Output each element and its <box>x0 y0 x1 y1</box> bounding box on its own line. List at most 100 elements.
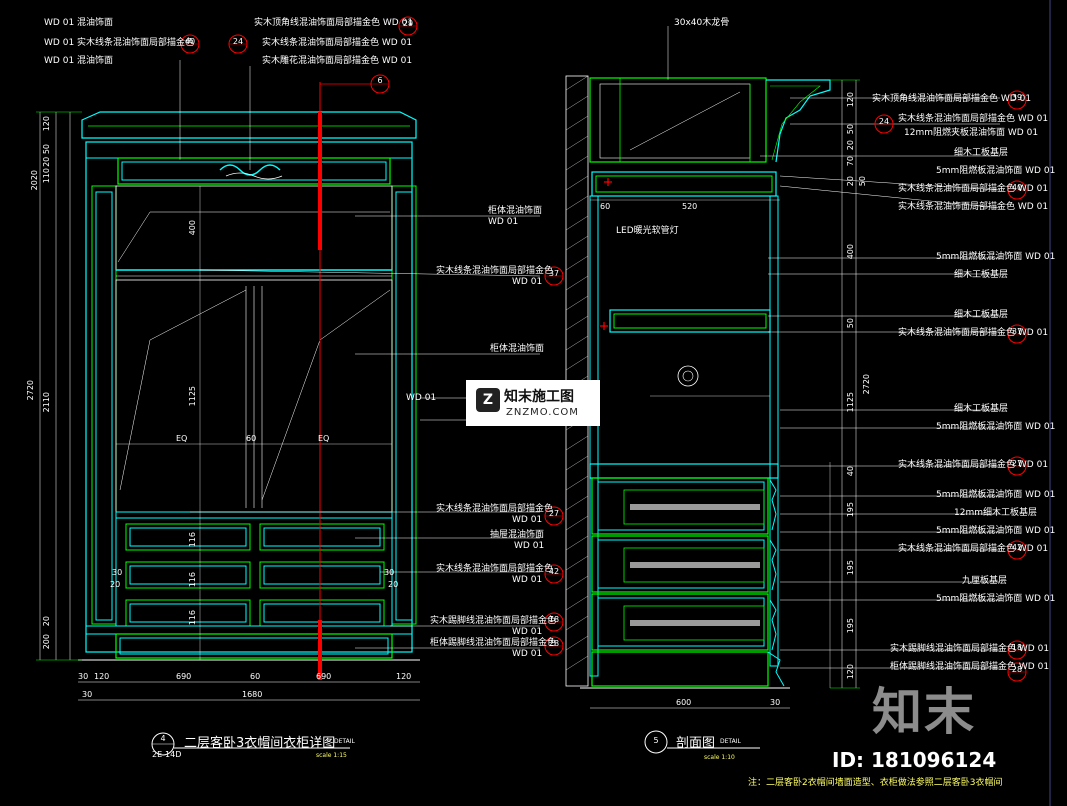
rc-13: 5mm阻燃板混油饰面 WD 01 <box>936 422 1056 432</box>
rc-bubble-18: 18 <box>1011 643 1023 652</box>
mid-bubble-28: 28 <box>548 639 560 648</box>
rc-2: 实木线条混油饰面局部描金色 WD 01 <box>898 114 1049 124</box>
rc-22: 柜体踢脚线混油饰面局部描金色 WD 01 <box>890 662 1050 672</box>
dim-bottom-120a: 120 <box>94 672 110 681</box>
dim-left-110: 110 <box>42 168 51 184</box>
dim-right-600: 600 <box>676 698 692 707</box>
rdim-120: 120 <box>846 92 855 108</box>
rc-bubble-27: 27 <box>1011 459 1023 468</box>
rc-bubble-40: 40 <box>1011 183 1023 192</box>
title-bubble-right-number: 5 <box>653 736 659 745</box>
dim-right-520: 520 <box>682 202 698 211</box>
dim-drawer-2: 116 <box>188 572 197 588</box>
rc-11: 实木线条混油饰面局部描金色 WD 01 <box>898 328 1049 338</box>
dim-bottom-690a: 690 <box>176 672 192 681</box>
led-note: LED暖光软管灯 <box>616 226 679 236</box>
rc-bubble-37: 37 <box>1011 327 1023 336</box>
rdim-50b: 50 <box>858 176 867 187</box>
dim-inner-60: 60 <box>246 434 257 443</box>
rc-bubble-42: 42 <box>1011 543 1023 552</box>
mid-callout-3-code: WD 01 <box>406 393 437 403</box>
watermark-big-text: 知末 <box>872 683 976 741</box>
mid-callout-3: 柜体混油饰面 <box>490 344 545 354</box>
rdim-50a: 50 <box>846 124 855 135</box>
bubble-6: 6 <box>377 76 383 85</box>
dim-left-200: 200 <box>42 634 51 650</box>
rc-15: 5mm阻燃板混油饰面 WD 01 <box>936 490 1056 500</box>
dim-left-2050: 20 50 <box>42 144 51 167</box>
rc-bubble-28: 28 <box>1011 665 1023 674</box>
bubble-24: 24 <box>232 37 244 46</box>
dim-total-width: 1680 <box>242 690 263 699</box>
dim-right-30: 30 <box>770 698 781 707</box>
rc-3: 12mm阻燃夹板混油饰面 WD 01 <box>904 128 1039 138</box>
rdim-20a: 20 <box>846 140 855 151</box>
rc-1: 实木顶角线混油饰面局部描金色 WD 01 <box>872 94 1032 104</box>
dim-left-120: 120 <box>42 116 51 132</box>
dim-drawer-1: 116 <box>188 532 197 548</box>
callout-top-right-2: 实木线条混油饰面局部描金色 WD 01 <box>262 38 413 48</box>
rc-19: 九厘板基层 <box>962 576 1008 586</box>
callout-left-1: WD 01 混油饰面 <box>44 18 114 28</box>
rc-10: 细木工板基层 <box>954 310 1009 320</box>
dim-left-2720: 2720 <box>26 380 35 401</box>
rc-21: 实木踢脚线混油饰面局部描金色 WD 01 <box>890 644 1050 654</box>
rc-bubble-24: 24 <box>878 117 890 126</box>
rc-18: 实木线条混油饰面局部描金色 WD 01 <box>898 544 1049 554</box>
rc-5: 5mm阻燃板混油饰面 WD 01 <box>936 166 1056 176</box>
dim-bottom-60: 60 <box>250 672 261 681</box>
dim-side-30b: 30 <box>384 568 395 577</box>
right-view-title: 剖面图 <box>676 736 716 751</box>
rc-14: 实木线条混油饰面局部描金色 WD 01 <box>898 460 1049 470</box>
mid-bubble-27: 27 <box>548 509 560 518</box>
bubble-40: 40 <box>184 37 196 46</box>
rdim-195a: 195 <box>846 502 855 518</box>
rc-8: 5mm阻燃板混油饰面 WD 01 <box>936 252 1056 262</box>
rdim-195c: 195 <box>846 618 855 634</box>
title-bubble-left-number: 4 <box>160 734 166 743</box>
rdim-20b: 20 <box>846 176 855 187</box>
left-view-title: 二层客卧3衣帽间衣柜详图 <box>184 736 336 751</box>
rdim-400: 400 <box>846 244 855 260</box>
left-view-title-en: DETAIL <box>334 738 355 745</box>
rc-20: 5mm阻燃板混油饰面 WD 01 <box>936 594 1056 604</box>
dim-side-30a: 30 <box>112 568 123 577</box>
rdim-40: 40 <box>846 466 855 477</box>
callout-left-3: WD 01 混油饰面 <box>44 56 114 66</box>
middle-callout-bubbles <box>544 266 564 656</box>
right-view-title-en: DETAIL <box>720 738 741 745</box>
mid-bubble-37: 37 <box>548 269 560 278</box>
callout-left-2: WD 01 实木线条混油饰面局部描金色 <box>44 38 195 48</box>
dim-left-2110: 2110 <box>42 392 51 413</box>
watermark-id: ID: 181096124 <box>832 748 997 772</box>
left-elevation <box>36 16 541 756</box>
rc-16: 12mm细木工板基层 <box>954 508 1037 518</box>
dim-drawer-3: 116 <box>188 610 197 626</box>
top-note-battens: 30x40木龙骨 <box>674 18 730 28</box>
watermark-logo: Z 知末施工图 ZNZMO.COM <box>466 380 600 426</box>
callout-top-right-1: 实木顶角线混油饰面局部描金色 WD 01 <box>254 18 414 28</box>
rdim-195b: 195 <box>846 560 855 576</box>
dim-bottom-30b: 30 <box>82 690 93 699</box>
dim-bottom-120b: 120 <box>396 672 412 681</box>
dim-bottom-690b: 690 <box>316 672 332 681</box>
rc-4: 细木工板基层 <box>954 148 1009 158</box>
left-view-scale: scale 1:15 <box>316 752 347 759</box>
mid-bubble-42: 42 <box>548 567 560 576</box>
dim-inner-eq2: EQ <box>318 434 330 443</box>
footer-note: 注：二层客卧2衣帽间墙面造型、衣柜做法参照二层客卧3衣帽间 <box>748 778 1003 788</box>
dim-inner-eq1: EQ <box>176 434 188 443</box>
dim-inner-1125: 1125 <box>188 386 197 407</box>
dim-left-20: 20 <box>42 616 51 627</box>
rdim-1125: 1125 <box>846 392 855 413</box>
dim-inner-400: 400 <box>188 220 197 236</box>
rc-17: 5mm阻燃板混油饰面 WD 01 <box>936 526 1056 536</box>
logo-sub-text: ZNZMO.COM <box>506 407 579 418</box>
rc-bubble-39: 39 <box>1011 93 1023 102</box>
rdim-120b: 120 <box>846 664 855 680</box>
